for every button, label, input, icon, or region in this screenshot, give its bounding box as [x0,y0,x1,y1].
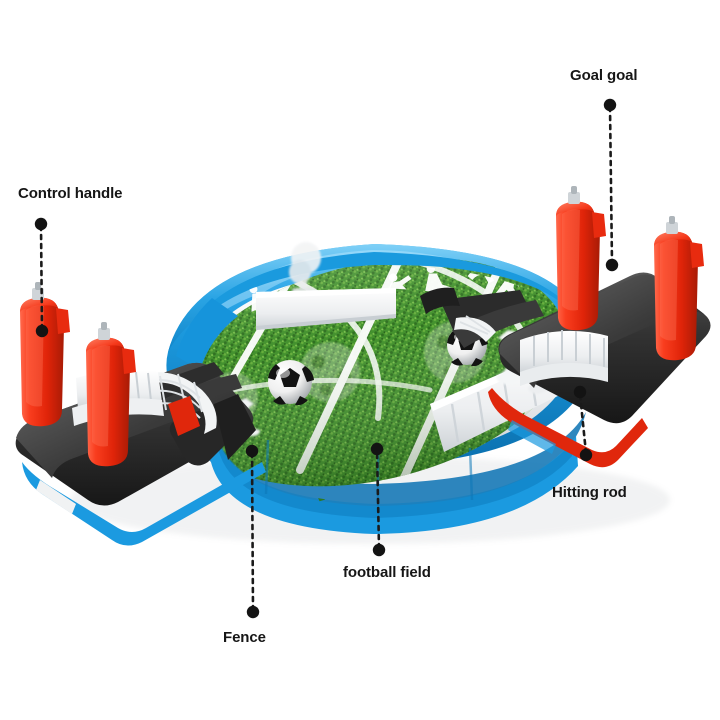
goal-net-right [454,315,496,342]
control-handle-right-front[interactable] [654,216,704,361]
scoreboard-panel [256,242,396,330]
soccer-ball-left [268,360,314,406]
goal-net-left [134,372,217,434]
goal-assembly-right [420,186,711,468]
callout-label-control-handle: Control handle [18,185,123,202]
ball-comb-right [520,330,608,374]
callout-label-hitting-rod: Hitting rod [552,484,627,501]
control-handle-left-front[interactable] [86,322,136,467]
callout-label-fence: Fence [223,629,266,646]
goal-assembly-left [15,282,266,546]
callout-label-football-field: football field [343,564,431,581]
control-handle-right-back[interactable] [556,186,606,331]
control-handle-left-back[interactable] [20,282,70,427]
callout-label-goal-goal: Goal goal [570,67,638,84]
